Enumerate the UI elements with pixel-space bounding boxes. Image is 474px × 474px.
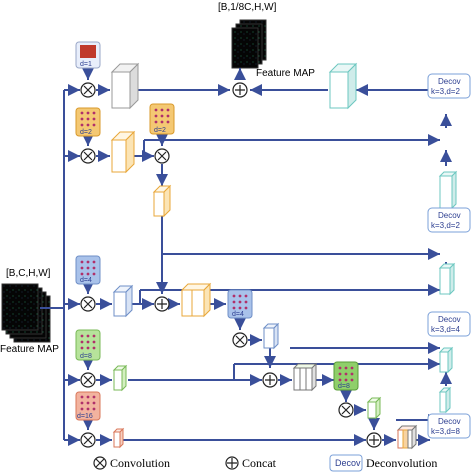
- cube-row3: [112, 284, 134, 318]
- connector-lines: [40, 68, 452, 446]
- input-feature-map: [1, 283, 51, 343]
- cube-row2: [110, 130, 136, 174]
- input-caption: Feature MAP: [0, 344, 59, 355]
- deconv-3-title: Decov: [438, 315, 461, 324]
- cube-row4: [112, 364, 128, 392]
- output-feature-map: [231, 19, 267, 69]
- deconv-2-params: k=3,d=2: [431, 221, 460, 230]
- deconv-4: Decov k=3,d=8: [427, 413, 471, 439]
- deconv-1: Decov k=3,d=2: [427, 73, 471, 99]
- convolution-crosses: [83, 85, 351, 445]
- cube-right-col: [438, 170, 458, 414]
- kernel-d8-b-label: d=8: [338, 383, 350, 390]
- kernel-d4-a: d=4: [75, 255, 101, 285]
- kernel-d4-a-label: d=4: [80, 277, 92, 284]
- kernel-d8-b: d=8: [333, 361, 359, 391]
- cube-concat-row3: [180, 282, 212, 318]
- kernel-d2-b-label: d=2: [154, 127, 166, 134]
- cube-concat-row4: [292, 362, 318, 392]
- kernel-d2-a-label: d=2: [80, 129, 92, 136]
- legend-deconvolution-label: Deconvolution: [366, 456, 437, 470]
- kernel-d1: d=1: [75, 41, 101, 69]
- kernel-d4-b-label: d=4: [232, 311, 244, 318]
- kernel-d16-label: d=16: [77, 413, 93, 420]
- cube-row5: [112, 427, 125, 449]
- kernel-d8-a: d=8: [75, 329, 101, 361]
- legend-convolution-label: Convolution: [110, 456, 170, 470]
- legend: Convolution Concat Decov Deconvolution: [93, 454, 437, 472]
- deconv-2-title: Decov: [438, 211, 461, 220]
- concat-nodes: [154, 82, 382, 448]
- output-caption: Feature MAP: [256, 68, 315, 79]
- cube-concat-row5: [396, 424, 418, 450]
- deconv-2: Decov k=3,d=2: [427, 207, 471, 233]
- deconv-4-title: Decov: [438, 417, 461, 426]
- cube-d8-small: [366, 396, 382, 420]
- output-dims-label: [B,1/8C,H,W]: [218, 2, 277, 13]
- cube-row1: [110, 62, 140, 110]
- kernel-d2-b: d=2: [149, 103, 175, 135]
- kernel-d8-a-label: d=8: [80, 353, 92, 360]
- deconv-4-params: k=3,d=8: [431, 427, 460, 436]
- kernel-d4-b: d=4: [227, 289, 253, 319]
- legend-concat-label: Concat: [242, 456, 277, 470]
- kernel-d1-label: d=1: [80, 61, 92, 68]
- concat-plus: [157, 85, 379, 445]
- cube-d4-small: [262, 322, 280, 350]
- legend-deconv-box: [329, 454, 363, 472]
- deconv-1-params: k=3,d=2: [431, 87, 460, 96]
- kernel-d2-a: d=2: [75, 107, 101, 137]
- cube-output: [328, 62, 358, 110]
- legend-deconv-box-label: Decov: [335, 458, 361, 468]
- kernel-d16: d=16: [75, 391, 101, 421]
- deconv-1-title: Decov: [438, 77, 461, 86]
- deconv-3-params: k=3,d=4: [431, 325, 460, 334]
- input-dims-label: [B,C,H,W]: [6, 268, 51, 279]
- deconv-3: Decov k=3,d=4: [427, 311, 471, 337]
- cube-branch-d2: [152, 184, 172, 218]
